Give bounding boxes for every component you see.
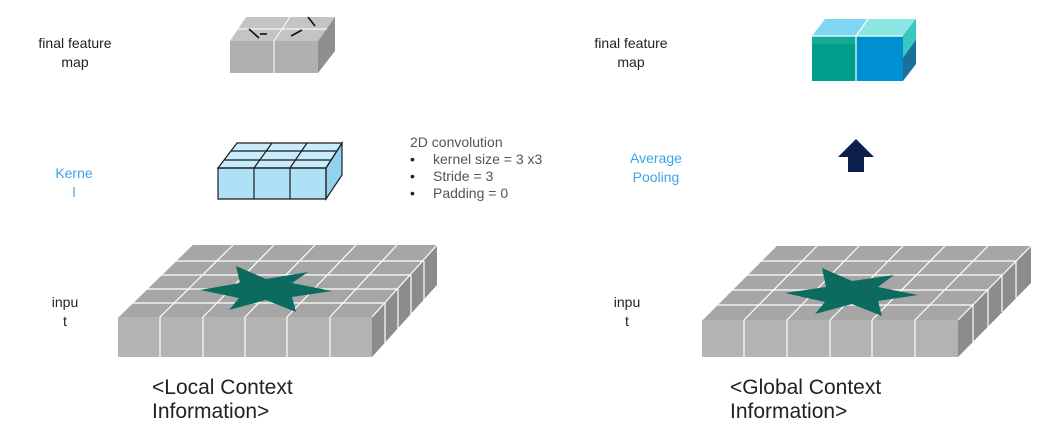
kernel-block bbox=[216, 140, 344, 201]
star-shape-right bbox=[785, 268, 918, 316]
star-shape-left bbox=[200, 266, 332, 312]
up-arrow-icon bbox=[838, 139, 874, 172]
conv-param-stride: Stride = 3 bbox=[410, 168, 542, 185]
convolution-title: 2D convolution bbox=[410, 134, 503, 150]
convolution-info: 2D convolution kernel size = 3 x3 Stride… bbox=[410, 134, 542, 202]
feature-map-right bbox=[812, 18, 916, 81]
conv-param-kernel-size: kernel size = 3 x3 bbox=[410, 151, 542, 168]
conv-param-padding: Padding = 0 bbox=[410, 185, 542, 202]
feature-map-left bbox=[230, 16, 335, 73]
